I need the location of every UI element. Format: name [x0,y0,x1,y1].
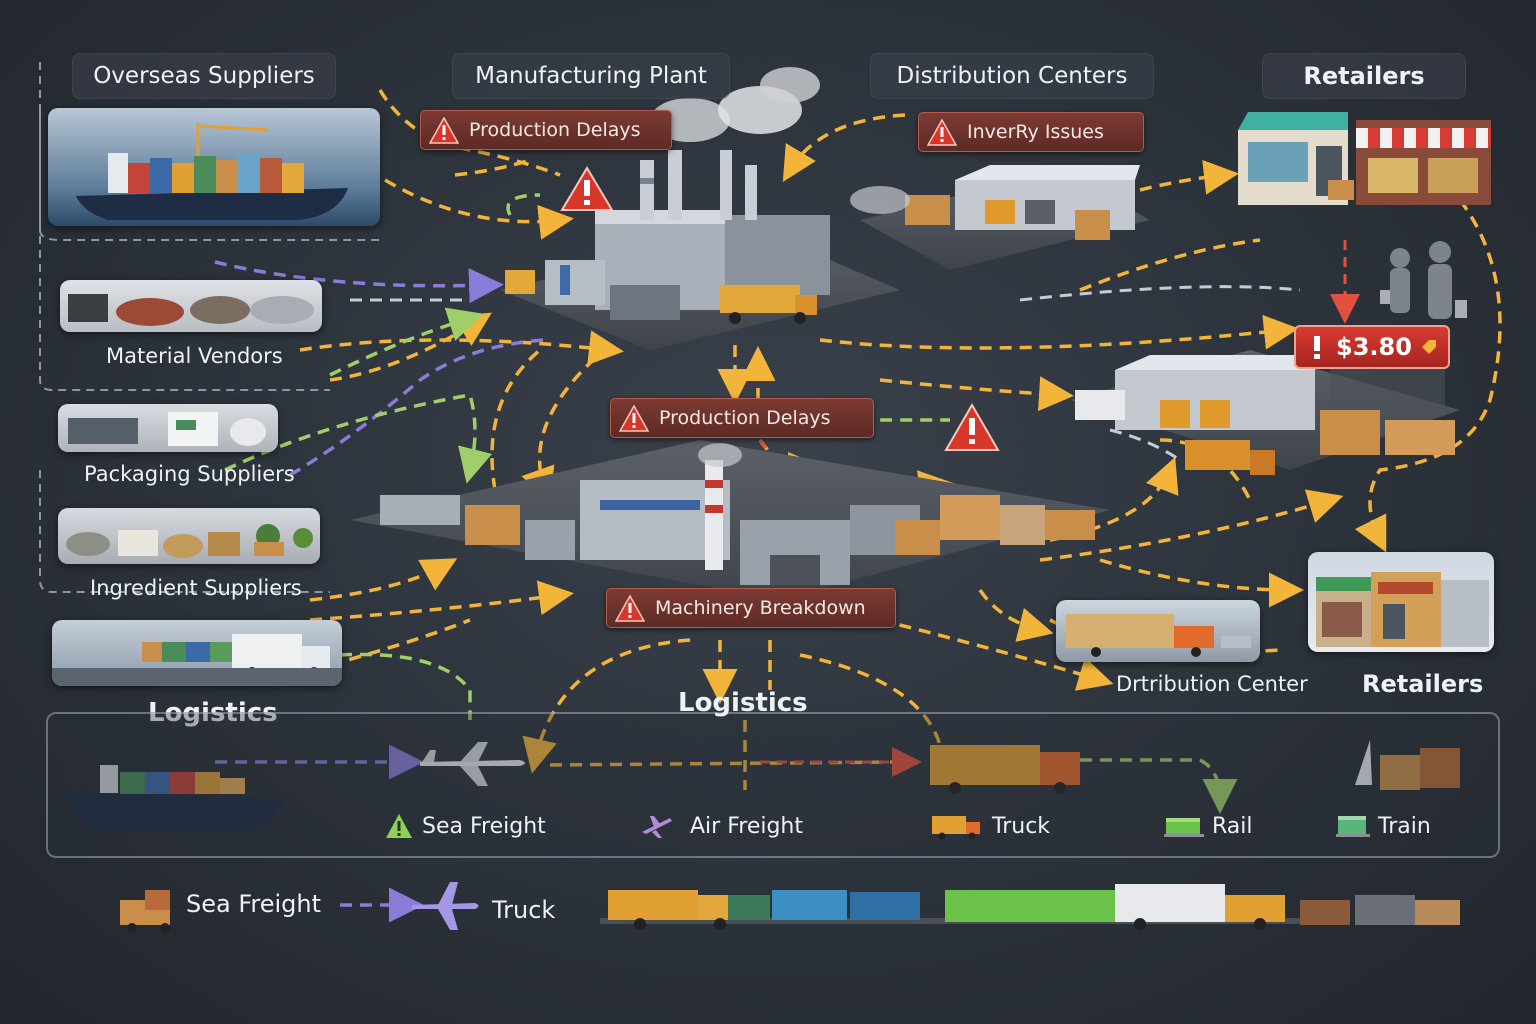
label-distribution-center: Drtribution Center [1116,672,1308,696]
airplane-icon-purple [642,816,672,838]
alert-production-delays-mid: Production Delays [610,398,874,438]
label-bottom-sea-freight: Sea Freight [186,890,322,918]
alert-machinery-breakdown: Machinery Breakdown [606,588,896,628]
flow-arrows-purple [214,260,546,923]
flow-border-left-lower [39,470,330,593]
header-manufacturing-plant: Manufacturing Plant [452,53,730,99]
label-bottom-truck: Truck [492,896,556,924]
manufacturing-plant-top [500,67,900,350]
train-icon [1336,816,1370,837]
alert-production-delays-top: Production Delays [420,110,672,150]
legend-train: Train [1336,812,1431,840]
alert-text: Machinery Breakdown [655,597,866,619]
storefront-icon-lower [1316,572,1489,647]
legend-sea-freight: Sea Freight [384,812,546,840]
price-badge: $3.80 [1294,325,1450,369]
legend-rail: Rail [1164,812,1253,840]
flow-border-left [39,110,330,391]
alert-inventory-issues: InverRy Issues [918,112,1144,152]
header-retailers: Retailers [1262,53,1466,99]
warning-icon [429,116,459,144]
retail-storefront-top [1228,100,1496,210]
ingredients-icon [66,524,313,558]
distribution-center-right [1070,350,1460,475]
rail-car-icon [1164,818,1204,837]
legend-label: Train [1378,813,1431,839]
logistics-panel [46,712,1500,858]
warning-icon-green [386,814,412,838]
alert-text: InverRy Issues [967,121,1104,143]
warning-icon-mid [944,403,1000,451]
bottom-transport-strip [600,884,1460,930]
label-logistics-center: Logistics [678,688,808,718]
flow-arrows-yellow [299,89,1502,790]
label-logistics-supplier: Logistics [148,698,278,728]
retail-storefront-lower [1308,552,1494,652]
price-value: $3.80 [1336,333,1412,361]
flow-arrows-red [758,240,1360,777]
truck-icon-logistics [930,745,1080,794]
storefront-icon [1238,112,1491,205]
packaging-icon [68,412,266,446]
header-distribution-centers: Distribution Centers [870,53,1154,99]
flow-arrows-green [224,193,1238,814]
warning-icon [619,404,649,432]
header-overseas-suppliers: Overseas Suppliers [72,53,336,99]
label-ingredient-suppliers: Ingredient Suppliers [90,576,302,600]
bottom-airplane-icon [412,882,479,930]
flow-arrows-grey [350,285,1301,462]
cargo-ship-icon [65,765,285,832]
label-material-vendors: Material Vendors [106,344,283,368]
bottom-truck-icon [120,890,170,933]
freight-truck-icon [52,634,342,686]
manufacturing-plant-center [350,440,1110,600]
alert-text: Production Delays [659,407,831,429]
packaging-suppliers-image [58,404,278,452]
overseas-supplier-image [48,108,380,226]
label-packaging-suppliers: Packaging Suppliers [84,462,295,486]
label-retailers-lower: Retailers [1362,670,1484,698]
container-ship-icon [76,123,348,220]
exclamation-icon [1314,336,1320,359]
legend-label: Air Freight [690,813,803,839]
ingredient-suppliers-image [58,508,320,564]
legend-air-freight: Air Freight [640,812,803,840]
legend-truck: Truck [930,812,1050,840]
logistics-supplier-image [52,620,342,686]
alert-text: Production Delays [469,119,641,141]
tag-icon [1421,340,1436,354]
flow-border-top [39,62,380,241]
legend-label: Sea Freight [422,813,546,839]
delivery-truck-icon [1066,614,1251,657]
airplane-icon [420,742,525,786]
cargo-boxes-icon [1355,740,1460,790]
distribution-center-top [850,165,1150,270]
truck-icon-orange [932,816,980,840]
shoppers [1380,241,1467,319]
warning-icon [927,118,957,146]
legend-label: Rail [1212,813,1253,839]
warning-icon [615,594,645,622]
distribution-center-truck-image [1056,600,1260,662]
warning-icon-top [560,166,614,211]
material-vendors-image [60,280,322,332]
legend-label: Truck [992,813,1051,839]
raw-materials-icon [68,294,314,326]
